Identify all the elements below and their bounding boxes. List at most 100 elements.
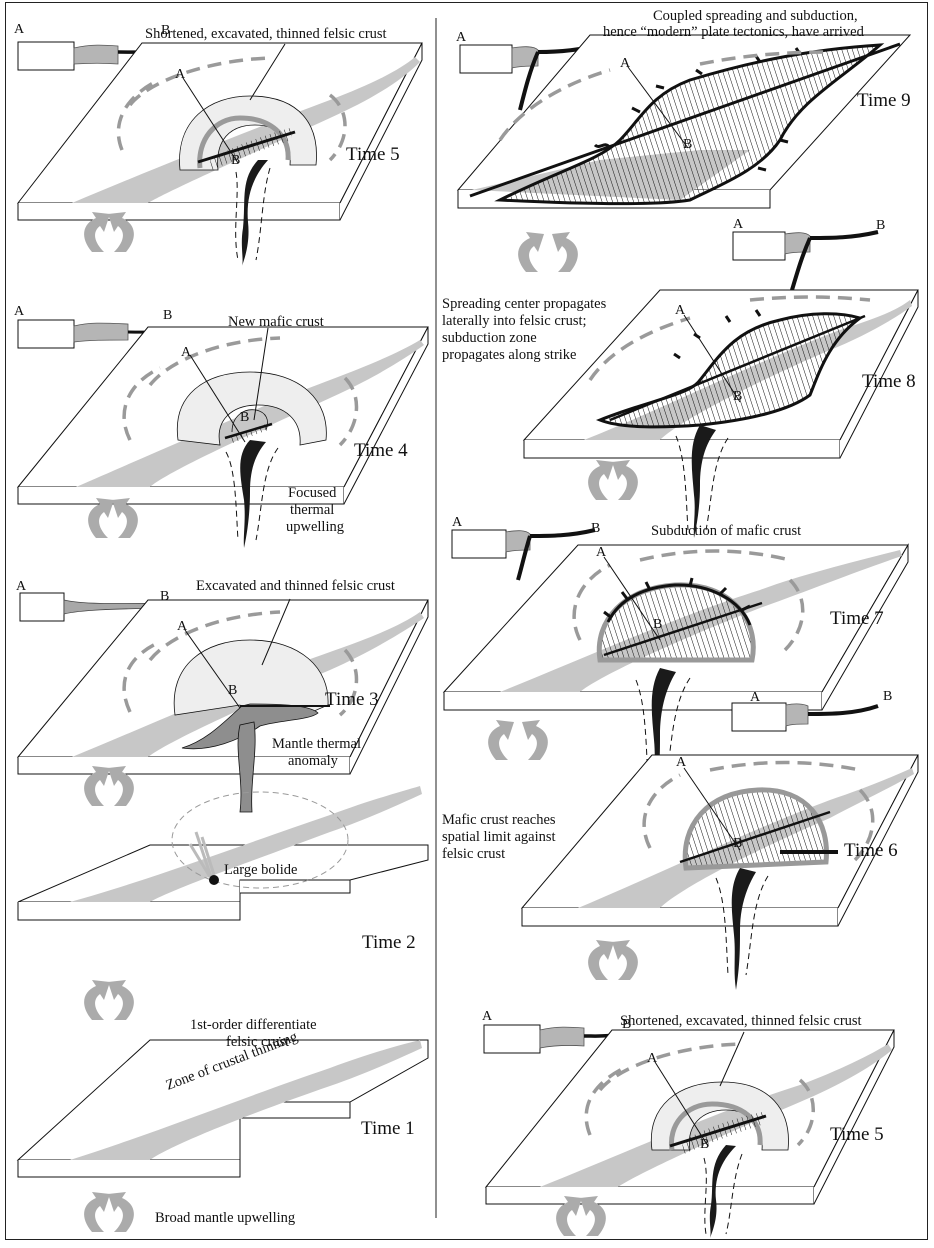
panel-label-line1: Spreading center propagates <box>442 296 607 312</box>
inset-block <box>452 530 506 558</box>
panel-right-time6: A B Mafic crust reaches spatial limit ag… <box>442 755 918 990</box>
inset-a-label: A <box>482 1009 493 1024</box>
time-label: Time 5 <box>346 144 400 165</box>
panel-label-line4: propagates along strike <box>442 347 577 363</box>
diff-label-line2: felsic crust <box>226 1034 289 1050</box>
inset-block <box>20 593 64 621</box>
panel-label-line2: hence “modern” plate tectonics, have arr… <box>603 24 865 40</box>
crust-slab-step <box>240 880 350 893</box>
panel-left-time3: A B A B Excavated and thinned felsic cru… <box>16 578 428 812</box>
crust-slab-front <box>522 908 838 926</box>
time-label: Time 1 <box>361 1118 415 1139</box>
panel-left-time4: A B A B New mafic crust Time 4 Focused t… <box>14 304 428 548</box>
inset-bottom-b-label: B <box>876 218 885 233</box>
panel-right-time5: A B A B Shortened, excavated, thinned fe… <box>482 1009 894 1238</box>
panel-label: Excavated and thinned felsic crust <box>196 578 395 594</box>
inset-block <box>18 42 74 70</box>
time-label: Time 6 <box>844 840 898 861</box>
panel-label-line3: subduction zone <box>442 330 537 346</box>
upwelling-arrow-left <box>84 1192 110 1232</box>
upwelling-arrow-left <box>588 460 614 500</box>
panel-left-time1: Zone of crustal thinning 1st-order diffe… <box>18 1017 428 1232</box>
panel-label-line3: felsic crust <box>442 846 505 862</box>
inset-top-a-label: A <box>456 30 467 45</box>
upwelling-arrow-left <box>84 980 110 1020</box>
upwelling-label-line2: thermal <box>290 502 334 518</box>
section-a-label: A <box>675 303 686 318</box>
time-label: Time 2 <box>362 932 416 953</box>
time-label: Time 4 <box>354 440 408 461</box>
panel-label-line2: spatial limit against <box>442 829 556 845</box>
section-a-label: A <box>620 56 631 71</box>
panel-label-line2: laterally into felsic crust; <box>442 313 587 329</box>
section-b-label: B <box>700 1137 709 1152</box>
section-b-label: B <box>231 153 240 168</box>
bolide <box>209 875 219 885</box>
panel-right-time9: A B A B Coupled spreading and subduction… <box>456 8 911 290</box>
inset-a-label: A <box>14 304 25 319</box>
inset-a-label: A <box>14 22 25 37</box>
upwelling-arrow-right <box>108 1192 134 1232</box>
crust-slab-front <box>18 203 340 220</box>
bolide-label: Large bolide <box>224 862 297 878</box>
panel-label: Shortened, excavated, thinned felsic cru… <box>620 1013 862 1029</box>
section-b-label: B <box>683 137 692 152</box>
panel-label-line1: Mafic crust reaches <box>442 812 556 828</box>
panel-left-time5: A B A B Shortened, excavated, thinned fe… <box>14 22 422 266</box>
inset-a-label: A <box>750 690 761 705</box>
crust-slab-front <box>18 1160 240 1177</box>
section-b-label: B <box>240 410 249 425</box>
inset-a-label: A <box>16 579 27 594</box>
upwelling-arrow-left <box>518 232 544 272</box>
section-b-label: B <box>228 683 237 698</box>
section-a-label: A <box>676 755 687 770</box>
diff-label-line1: 1st-order differentiate <box>190 1017 317 1033</box>
crust-slab-front <box>486 1187 814 1204</box>
time-label: Time 5 <box>830 1124 884 1145</box>
panel-left-time2: Large bolide Time 2 <box>18 786 428 1020</box>
inset-block <box>484 1025 540 1053</box>
time-label: Time 3 <box>325 689 379 710</box>
upwelling-label-line1: Focused <box>288 485 337 501</box>
inset-crust <box>74 323 128 342</box>
crust-slab-front <box>18 902 240 920</box>
panel-label: Subduction of mafic crust <box>651 523 801 539</box>
section-a-label: A <box>175 67 186 82</box>
panel-right-time8: A B Spreading center propagates laterall… <box>442 290 918 538</box>
inset-block <box>18 320 74 348</box>
panel-label: Shortened, excavated, thinned felsic cru… <box>145 26 387 42</box>
upwelling-arrow-right <box>552 232 578 272</box>
anomaly-label-line2: anomaly <box>288 753 339 769</box>
upwelling-arrow-right <box>108 980 134 1020</box>
inset-crust <box>540 1027 584 1048</box>
time-label: Time 8 <box>862 371 916 392</box>
section-b-label: B <box>733 389 742 404</box>
inset-bottom-a-label: A <box>733 217 744 232</box>
upwelling-label: Broad mantle upwelling <box>155 1210 295 1226</box>
time-label: Time 7 <box>830 608 884 629</box>
upwelling-arrow-right <box>612 460 638 500</box>
section-a-label: A <box>596 545 607 560</box>
upwelling-arrow-left <box>588 940 614 980</box>
upwelling-label-line3: upwelling <box>286 519 344 535</box>
section-b-label: B <box>733 836 742 851</box>
section-a-label: A <box>177 619 188 634</box>
inset-b-label: B <box>883 689 892 704</box>
upwelling-arrow-right <box>612 940 638 980</box>
inset-block <box>460 45 512 73</box>
section-a-label: A <box>647 1051 658 1066</box>
section-a-label: A <box>181 345 192 360</box>
upwelling-arrow-left <box>488 720 514 760</box>
inset-crust <box>786 704 808 726</box>
inset-block <box>732 703 786 731</box>
anomaly-label-line1: Mantle thermal <box>272 736 361 752</box>
inset-b-label: B <box>163 308 172 323</box>
time-label: Time 9 <box>857 90 911 111</box>
inset-block <box>733 232 785 260</box>
inset-b-label: B <box>591 521 600 536</box>
mantle-thermal-stem <box>238 722 255 812</box>
inset-a-label: A <box>452 515 463 530</box>
inset-crust <box>74 45 118 64</box>
